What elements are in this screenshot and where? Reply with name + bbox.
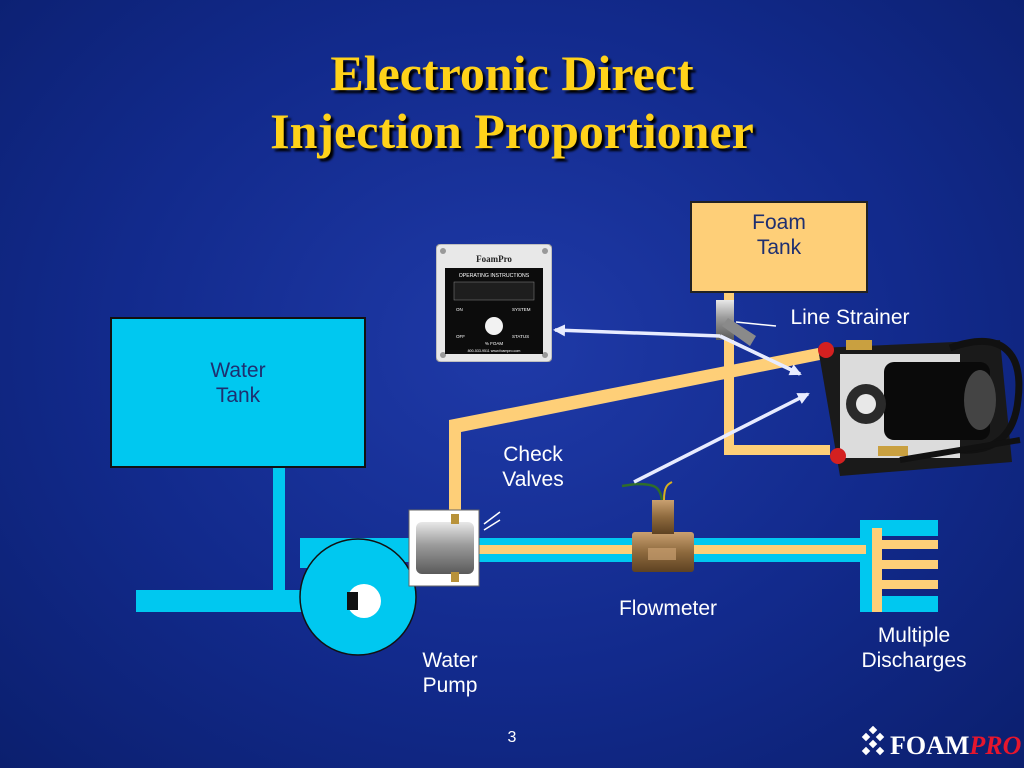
foampro-logo-icon bbox=[861, 726, 885, 756]
check-valves-label-line-2: Valves bbox=[502, 468, 564, 491]
title-line-2: Injection Proportioner bbox=[270, 103, 754, 159]
check-valves-label-line-1: Check bbox=[503, 443, 563, 466]
panel-off-label: OFF bbox=[456, 334, 465, 339]
check-valves-label: Check Valves bbox=[478, 442, 588, 492]
water-pump-label-line-2: Pump bbox=[422, 674, 478, 697]
multiple-discharges-label-line-1: Multiple bbox=[877, 624, 951, 647]
panel-system-label: SYSTEM bbox=[512, 307, 531, 312]
panel-footer: 800-533-9511 www.foampro.com bbox=[468, 349, 521, 353]
water-tank: Water Tank bbox=[110, 317, 366, 468]
slide-title: Electronic Direct Injection Proportioner bbox=[0, 44, 1024, 160]
title-line-1: Electronic Direct bbox=[330, 45, 694, 101]
control-panel: FoamPro OPERATING INSTRUCTIONS ON OFF SY… bbox=[436, 244, 552, 362]
page-number: 3 bbox=[507, 729, 517, 746]
panel-brand: FoamPro bbox=[476, 254, 512, 264]
foam-pump-motor-unit bbox=[818, 338, 1023, 476]
foam-tank: Foam Tank bbox=[690, 201, 868, 293]
multiple-discharges-label: Multiple Discharges bbox=[840, 623, 988, 673]
multiple-discharges-label-line-2: Discharges bbox=[861, 649, 967, 672]
connection-arrows bbox=[553, 324, 810, 484]
water-pump-label: Water Pump bbox=[400, 648, 500, 698]
panel-on-label: ON bbox=[456, 307, 463, 312]
panel-heading: OPERATING INSTRUCTIONS bbox=[459, 273, 530, 279]
panel-status-label: STATUS bbox=[512, 334, 529, 339]
water-tank-label-line-2: Tank bbox=[215, 384, 261, 407]
check-valve bbox=[408, 509, 501, 587]
line-strainer-label: Line Strainer bbox=[790, 306, 910, 329]
foampro-logo: FOAMPRO bbox=[890, 728, 1021, 762]
water-tank-label-line-1: Water bbox=[210, 359, 266, 382]
flowmeter-label: Flowmeter bbox=[618, 597, 718, 620]
foam-tank-label-line-2: Tank bbox=[756, 236, 802, 259]
foam-percent-dial bbox=[485, 317, 503, 335]
water-pump-label-line-1: Water bbox=[422, 649, 478, 672]
logo-foam-text: FOAM bbox=[890, 731, 970, 760]
water-pump bbox=[299, 538, 417, 656]
foam-tank-label-line-1: Foam bbox=[752, 211, 806, 234]
panel-dial-label: % FOAM bbox=[485, 341, 504, 346]
flowmeter bbox=[621, 481, 694, 572]
line-strainer bbox=[716, 300, 777, 346]
logo-pro-text: PRO bbox=[969, 731, 1022, 760]
